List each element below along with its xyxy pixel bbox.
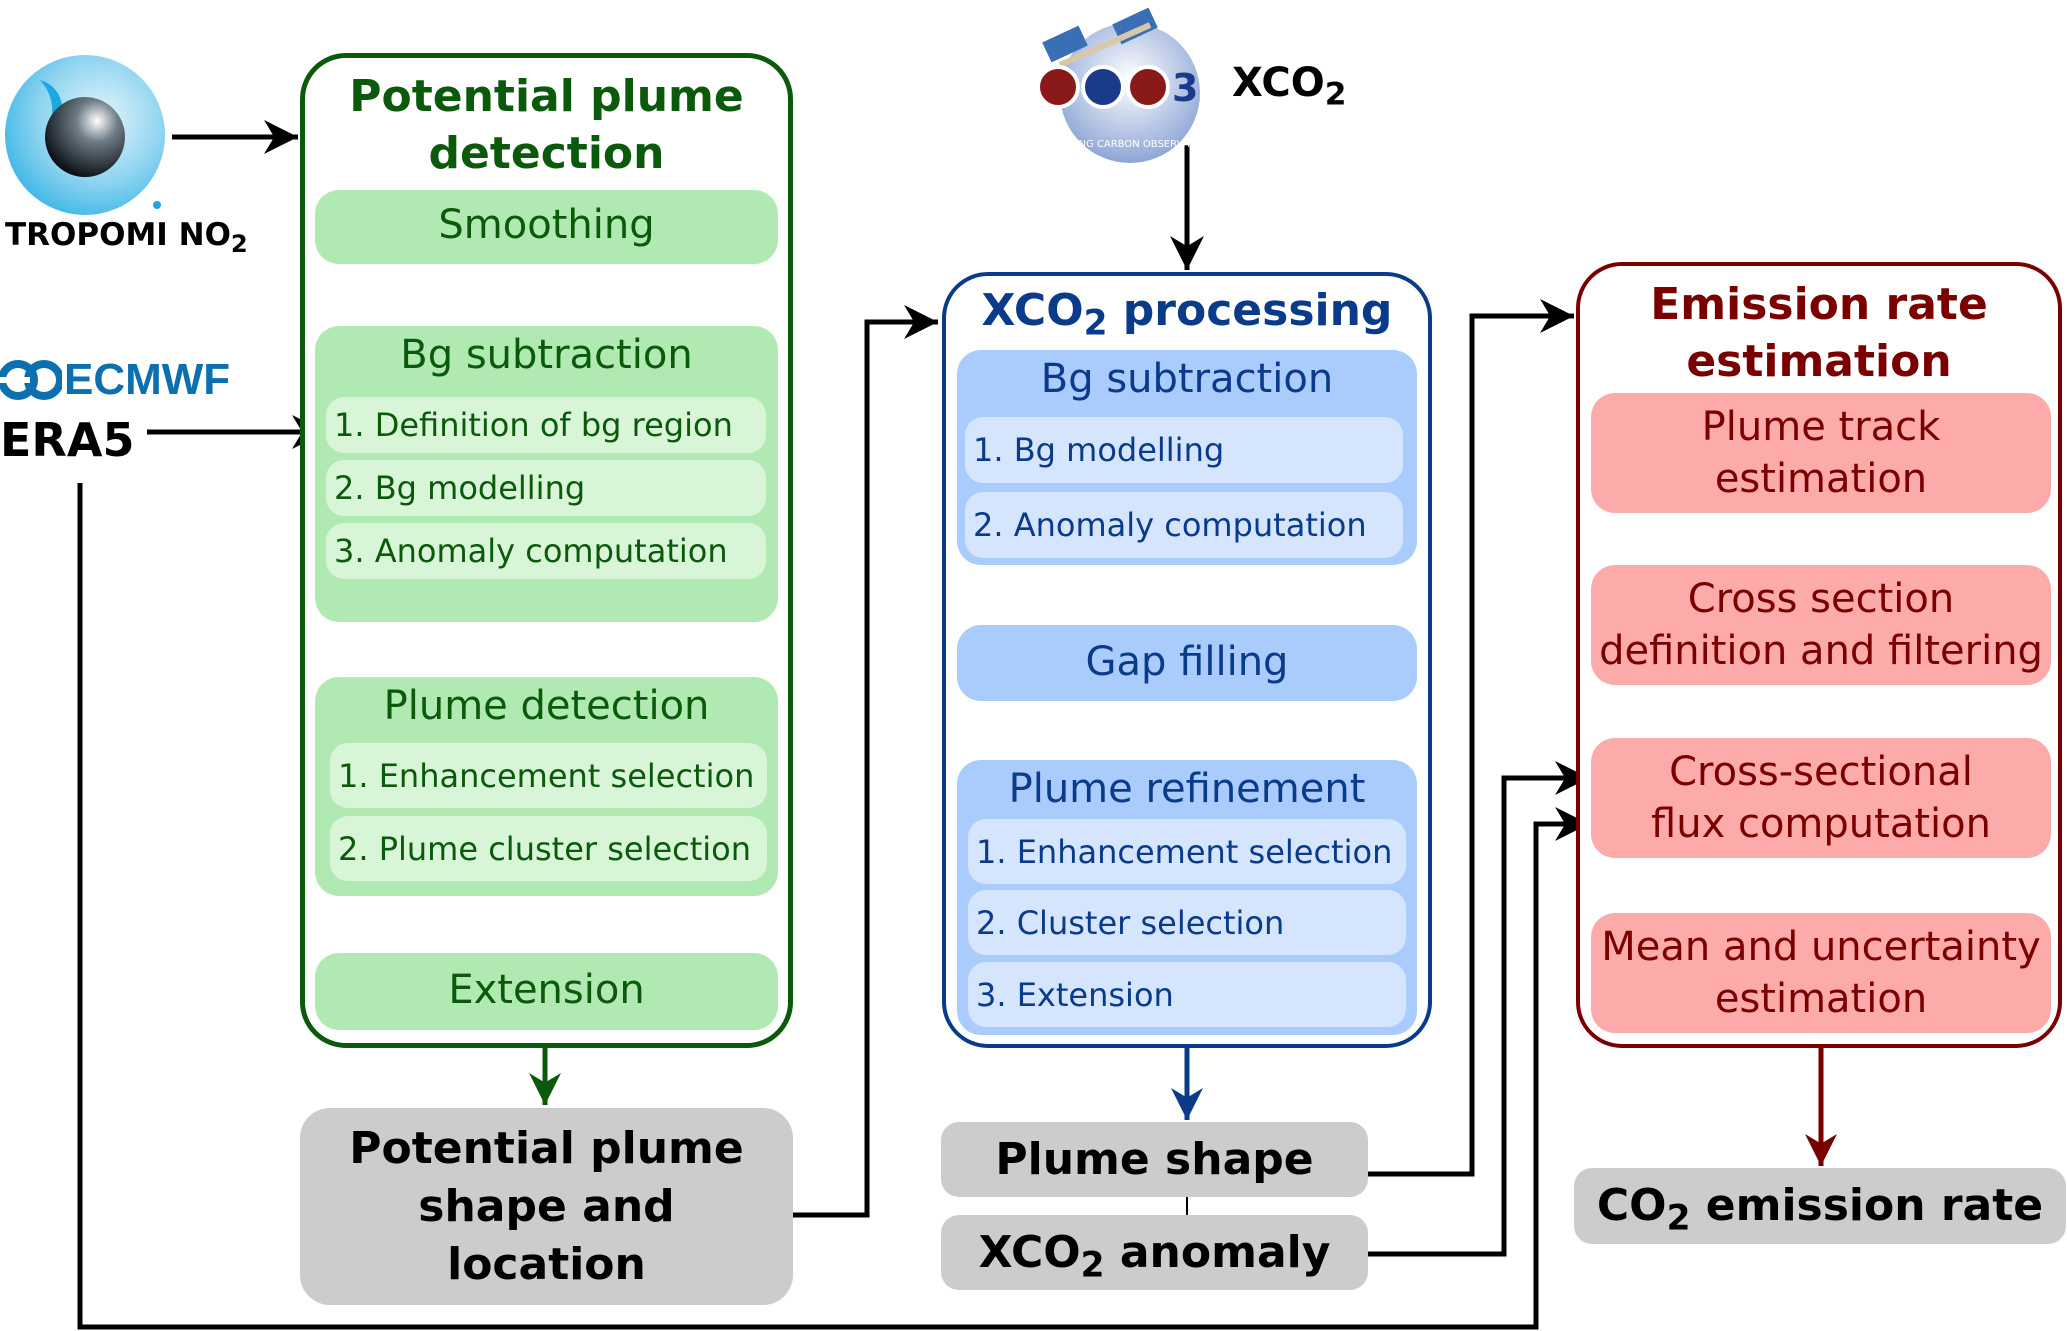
xco2-substep-anomaly-computation[interactable]: 2. Anomaly computation: [965, 492, 1403, 558]
step-plume-detection[interactable]: Plume detection 1. Enhancement selection…: [315, 677, 778, 896]
connector-potential-plume-to-xco2: [793, 305, 938, 1218]
tropomi-input: TROPOMI NO2: [0, 45, 260, 260]
substep-plume-cluster-selection[interactable]: 2. Plume cluster selection: [330, 816, 767, 881]
plume-refinement-title: Plume refinement: [1008, 766, 1366, 812]
xco2-step-gap-filling[interactable]: Gap filling: [957, 625, 1417, 701]
substep-enhancement-selection[interactable]: 1. Enhancement selection: [330, 743, 767, 808]
oco3-ring-text: ORBITING CARBON OBSERVATORY: [1045, 139, 1216, 150]
substep-bg-modelling[interactable]: 2. Bg modelling: [326, 460, 766, 516]
ecmwf-input: ECMWF ERA5: [0, 355, 270, 480]
substep-bg-region[interactable]: 1. Definition of bg region: [326, 397, 766, 453]
xco2-substep-extension[interactable]: 3. Extension: [968, 962, 1406, 1027]
ecmwf-logo-icon: [0, 360, 64, 400]
output-co2-emission-rate[interactable]: CO2 emission rate: [1574, 1168, 2066, 1244]
output-xco2-anomaly[interactable]: XCO2 anomaly: [941, 1215, 1368, 1290]
substep-anomaly-computation[interactable]: 3. Anomaly computation: [326, 523, 766, 579]
tropomi-label: TROPOMI NO2: [5, 217, 248, 258]
xco2-bg-title: Bg subtraction: [1040, 356, 1334, 402]
ecmwf-logo-text: ECMWF: [64, 355, 231, 404]
tropomi-logo-icon: [5, 55, 165, 215]
xco2-step-plume-refinement[interactable]: Plume refinement 1. Enhancement selectio…: [957, 760, 1417, 1035]
output-plume-shape[interactable]: Plume shape: [941, 1122, 1368, 1197]
xco2-substep-cluster-selection[interactable]: 2. Cluster selection: [968, 890, 1406, 955]
oco3-logo-icon: 3 ORBITING CARBON OBSERVATORY: [1036, 7, 1216, 163]
era5-label: ERA5: [0, 413, 135, 467]
xco2-panel: XCO2 processing Bg subtraction 1. Bg mod…: [942, 272, 1432, 1048]
bg-subtraction-title: Bg subtraction: [400, 332, 693, 378]
oco3-input: 3 ORBITING CARBON OBSERVATORY XCO2: [1020, 5, 1360, 165]
plume-detection-title: Plume detection: [383, 683, 710, 729]
xco2-substep-enhancement-selection[interactable]: 1. Enhancement selection: [968, 819, 1406, 884]
xco2-title: XCO2 processing: [981, 285, 1393, 344]
step-bg-subtraction[interactable]: Bg subtraction 1. Definition of bg regio…: [315, 326, 778, 622]
xco2-substep-bg-modelling[interactable]: 1. Bg modelling: [965, 417, 1403, 483]
step-smoothing[interactable]: Smoothing: [315, 190, 778, 264]
step-extension[interactable]: Extension: [315, 953, 778, 1030]
xco2-step-bg-subtraction[interactable]: Bg subtraction 1. Bg modelling 2. Anomal…: [957, 350, 1417, 565]
xco2-input-label: XCO2: [1232, 60, 1347, 113]
oco3-logo-text: 3: [1172, 66, 1198, 110]
